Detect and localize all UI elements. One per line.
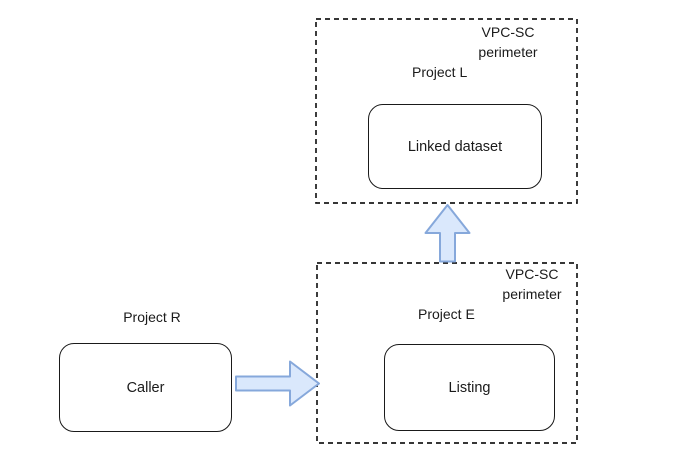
arrow-listing-to-linked-dataset (424, 204, 471, 263)
caller-node: Caller (59, 343, 232, 432)
vpc-sc-perimeter-top-border (315, 18, 578, 204)
vpc-sc-perimeter-bottom-label: VPC-SC perimeter (462, 264, 602, 304)
project-r-label: Project R (123, 309, 181, 325)
caller-node-label: Caller (126, 379, 165, 396)
linked-dataset-node-label: Linked dataset (407, 138, 503, 155)
perimeter-label-bottom: perimeter (502, 286, 562, 302)
vpc-sc-perimeter-top-label: VPC-SC perimeter (438, 22, 578, 62)
arrow-caller-to-listing (235, 360, 320, 407)
perimeter-label-top: perimeter (478, 44, 538, 60)
project-l-label: Project L (412, 64, 468, 80)
vpc-sc-label-top: VPC-SC (481, 24, 535, 40)
project-e-label: Project E (418, 306, 475, 322)
vpc-sc-label-bottom: VPC-SC (505, 266, 559, 282)
linked-dataset-node: Linked dataset (368, 104, 542, 189)
listing-node-label: Listing (448, 379, 491, 396)
listing-node: Listing (384, 344, 555, 431)
vpc-sc-perimeter-bottom-border (316, 262, 578, 444)
